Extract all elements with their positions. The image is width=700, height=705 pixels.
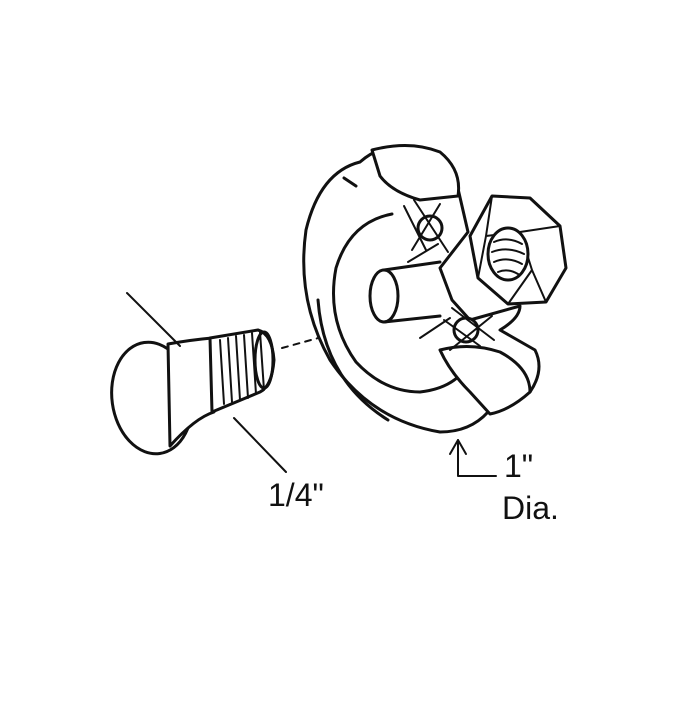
roller-diameter-value-label: 1"	[504, 448, 534, 484]
carriage-bolt	[110, 328, 276, 456]
roller-edge-shading	[316, 298, 390, 422]
bolt-diameter-label: 1/4"	[268, 477, 324, 513]
roller-diameter-unit-label: Dia.	[502, 490, 559, 526]
bolt-tip	[253, 330, 275, 390]
roller-notch	[342, 176, 358, 188]
nut-thread-lines	[491, 238, 525, 275]
diameter-pointer-arrow	[449, 439, 497, 477]
hex-nut	[468, 194, 568, 306]
cutaway-hatching	[403, 199, 495, 351]
roller-bore	[368, 268, 400, 324]
bolt-neck	[166, 336, 216, 448]
lower-race	[438, 345, 532, 416]
bolt-dimension-leaders	[126, 292, 287, 473]
roller-axle-lines	[382, 260, 442, 324]
upper-race	[370, 143, 461, 202]
roller-wheel	[302, 143, 541, 434]
roller-inner-rim	[332, 212, 472, 394]
